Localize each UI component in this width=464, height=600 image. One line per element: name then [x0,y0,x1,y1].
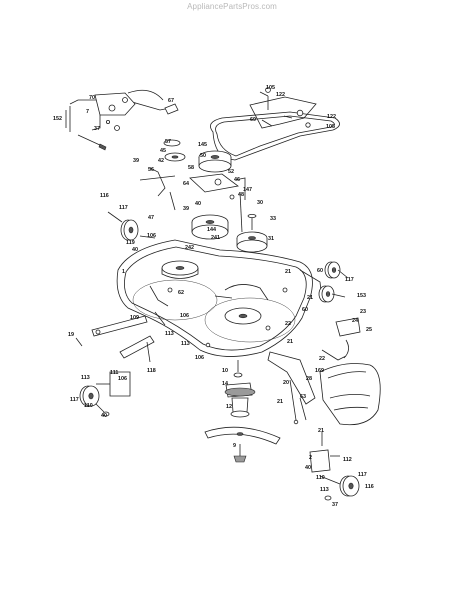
callout-label: 105 [266,85,275,91]
callout-label: 24 [352,318,358,324]
center-pulley-stack [139,139,246,233]
callout-label: 113 [320,487,329,493]
callout-label: 145 [198,142,207,148]
left-gauge-wheel [107,211,156,241]
callout-label: 113 [181,341,190,347]
callout-label: 22 [285,321,291,327]
callout-label: 117 [358,472,367,478]
watermark: AppliancePartsPros.com [187,2,277,11]
callout-label: 33 [270,216,276,222]
callout-label: 31 [268,236,274,242]
callout-label: 2 [309,455,312,461]
callout-label: 117 [119,205,128,211]
callout-label: 19 [68,332,74,338]
callout-label: 242 [185,245,194,251]
callout-label: 21 [287,339,293,345]
callout-label: 20 [283,380,289,386]
callout-label: 144 [207,227,216,233]
callout-label: 40 [305,465,311,471]
callout-label: 112 [343,457,352,463]
callout-label: 110 [316,475,325,481]
callout-label: 147 [243,187,252,193]
baffle-chute [267,317,381,426]
callout-label: 7 [86,109,89,115]
callout-label: 106 [195,355,204,361]
callout-label: 22 [319,356,325,362]
mower-deck-housing [116,239,323,357]
callout-label: 113 [81,375,90,381]
callout-label: 117 [70,397,79,403]
callout-label: 40 [101,413,107,419]
callout-label: 169 [315,368,324,374]
callout-label: 14 [222,381,228,387]
callout-label: 117 [345,277,354,283]
callout-label: 106 [147,233,156,239]
idler-bracket-assembly [65,89,179,151]
right-gauge-wheels [318,261,349,303]
callout-label: 21 [277,399,283,405]
callout-label: 60 [302,307,308,313]
callout-label: 45 [160,148,166,154]
idler-pulleys [191,213,268,253]
callout-label: 118 [147,368,156,374]
callout-label: 39 [133,158,139,164]
callout-label: 60 [317,268,323,274]
callout-label: 116 [365,484,374,490]
callout-label: 21 [318,428,324,434]
callout-label: 1 [122,269,125,275]
callout-label: 28 [306,376,312,382]
callout-label: 70 [89,95,95,101]
callout-label: 64 [183,181,189,187]
callout-label: 110 [84,403,93,409]
callout-label: 56 [148,167,154,173]
callout-label: 67 [168,98,174,104]
callout-label: 57 [165,139,171,145]
callout-label: 52 [228,169,234,175]
left-rear-wheel [79,385,110,417]
callout-label: 122 [327,114,336,120]
callout-label: 10 [222,368,228,374]
callout-label: 42 [158,158,164,164]
callout-label: 23 [360,309,366,315]
callout-label: 48 [238,192,244,198]
callout-label: 119 [126,240,135,246]
callout-label: 30 [257,200,263,206]
callout-label: 25 [366,327,372,333]
callout-label: 106 [180,313,189,319]
callout-label: 63 [300,394,306,400]
callout-label: 69 [250,117,256,123]
callout-label: 106 [118,376,127,382]
callout-label: 50 [200,153,206,159]
callout-label: 152 [53,116,62,122]
callout-label: 109 [130,315,139,321]
callout-label: 40 [132,247,138,253]
callout-label: 113 [165,331,174,337]
part-callouts: 70 7 152 37 67 105 122 69 122 105 57 45 … [53,85,374,508]
callout-label: 12 [226,404,232,410]
callout-label: 122 [276,92,285,98]
spindle-blade-assembly [204,360,281,463]
callout-label: 241 [211,235,220,241]
right-rear-wheel [309,432,360,501]
callout-label: 116 [100,193,109,199]
deck-belt [210,87,340,161]
callout-label: 37 [94,126,100,132]
callout-label: 21 [285,269,291,275]
callout-label: 62 [178,290,184,296]
callout-label: 47 [148,215,154,221]
callout-label: 105 [326,124,335,130]
callout-label: 21 [307,295,313,301]
callout-label: 40 [195,201,201,207]
callout-label: 46 [234,177,240,183]
callout-label: 39 [183,206,189,212]
callout-label: 111 [110,370,118,376]
callout-label: 153 [357,293,366,299]
hanger-brackets [75,315,155,397]
callout-label: 58 [188,165,194,171]
callout-label: 37 [332,502,338,508]
callout-label: 9 [233,443,236,449]
